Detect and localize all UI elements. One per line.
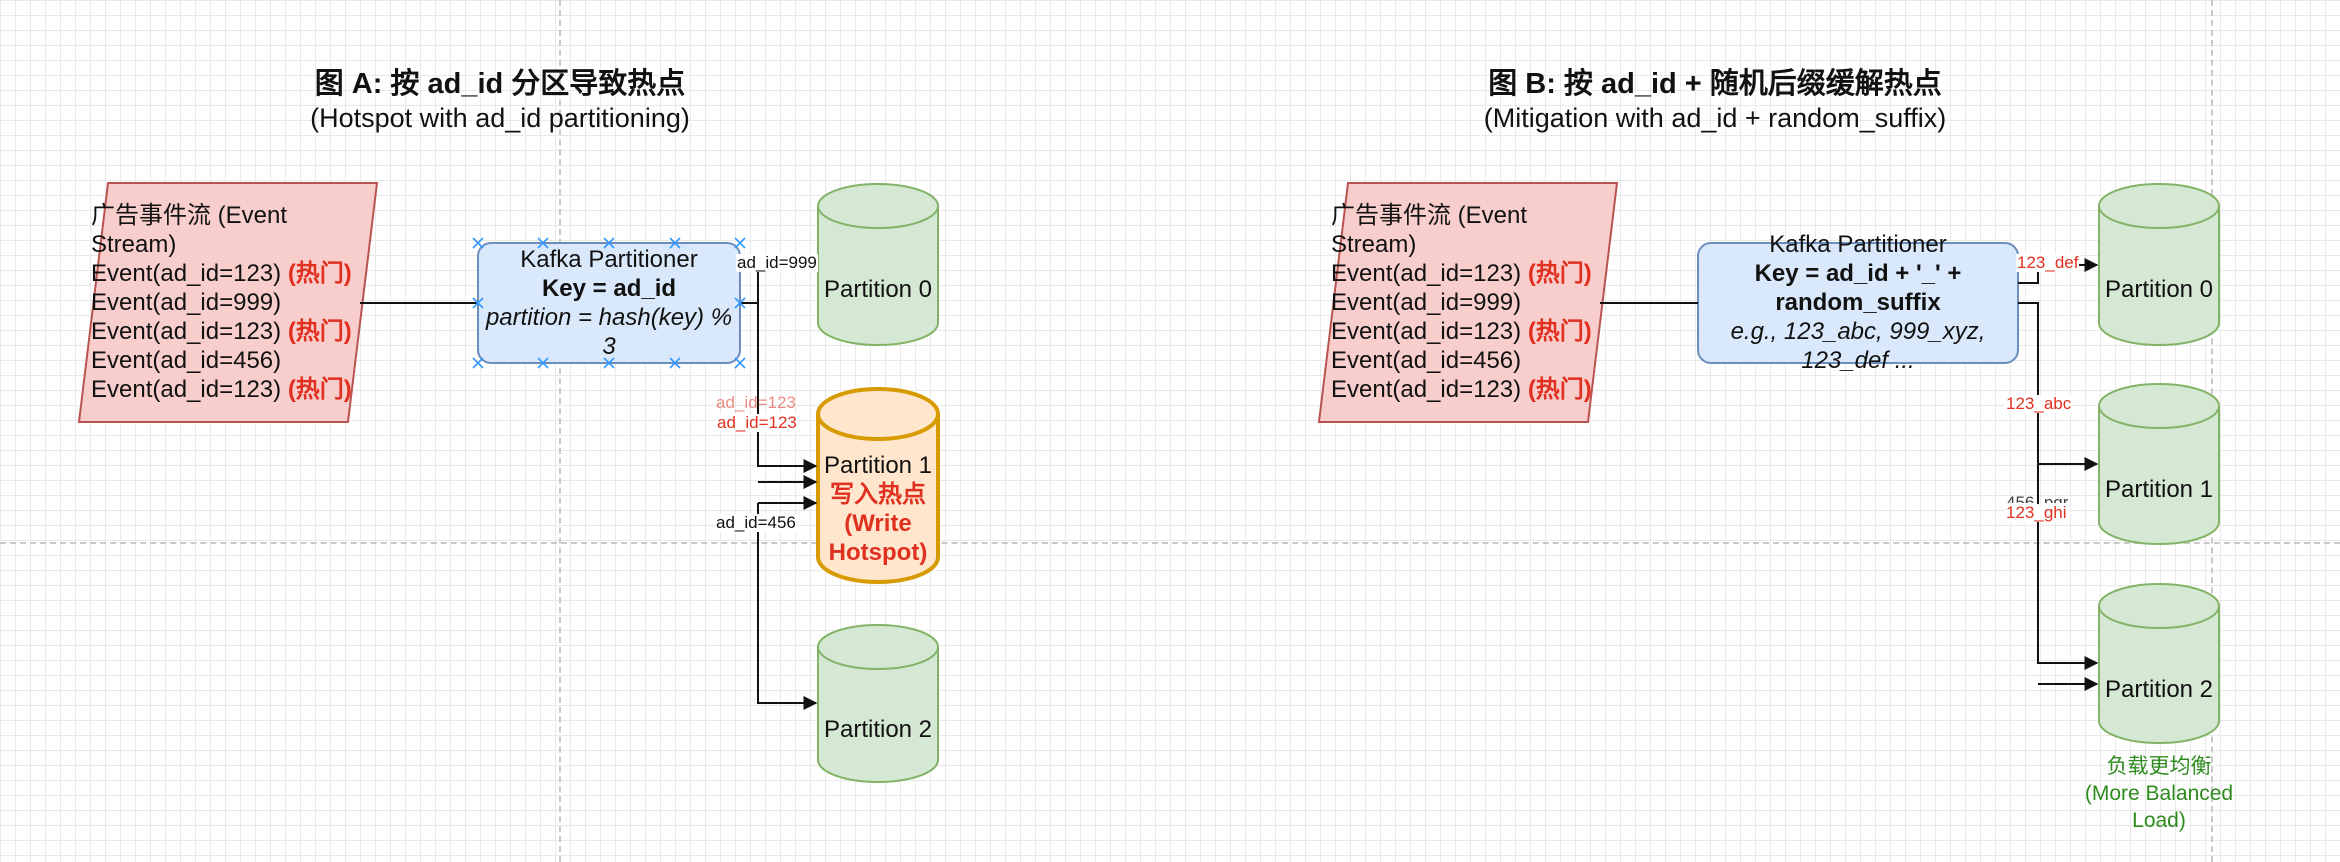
balanced-line-3: Load) (2132, 809, 2186, 832)
event-text: Event(ad_id=999) (91, 289, 282, 316)
event-stream-label-a: 广告事件流 (Event Stream) Event(ad_id=123) (热… (91, 201, 352, 404)
partition-1-cylinder-b[interactable] (2098, 383, 2220, 545)
event-stream-label-b: 广告事件流 (Event Stream) Event(ad_id=123) (热… (1331, 201, 1592, 404)
partition-2-label-b: Partition 2 (2104, 676, 2214, 703)
event-text: Event(ad_id=123) (1331, 376, 1528, 403)
write-hotspot-line-1: 写入热点 (830, 481, 926, 508)
edge-label-456-pqr: 456_pqr (2006, 494, 2068, 503)
partition-2-cylinder-b[interactable] (2098, 583, 2220, 744)
edge-label-ad-id-123-overlap: ad_id=123 (716, 393, 796, 412)
event-line: Event(ad_id=456) (1331, 346, 1592, 375)
diagram-a-title-main: 图 A: 按 ad_id 分区导致热点 (314, 68, 686, 100)
edge-label-123-ghi: 123_ghi (2005, 503, 2068, 522)
diagram-b-title-main: 图 B: 按 ad_id + 随机后缀缓解热点 (1488, 68, 1942, 100)
edge-label-ad-id-456: ad_id=456 (715, 513, 797, 532)
balanced-line-1: 负载更均衡 (2106, 755, 2212, 778)
hot-tag: (热门) (1527, 260, 1592, 287)
hot-tag: (热门) (287, 318, 352, 345)
event-line: Event(ad_id=123) (热门) (91, 317, 352, 346)
hot-tag: (热门) (1527, 318, 1592, 345)
partitioner-formula-line-1: partition = hash(key) % (485, 304, 733, 331)
page-break-horizontal (0, 542, 2340, 544)
edge-label-ad-id-999: ad_id=999 (736, 253, 818, 272)
balanced-line-2: (More Balanced (2084, 782, 2234, 805)
partition-0-cylinder-b[interactable] (2098, 183, 2220, 346)
partition-1-name: Partition 1 (823, 452, 933, 479)
event-text: Event(ad_id=123) (91, 318, 288, 345)
partitioner-label-a: Kafka Partitioner Key = ad_id partition … (478, 245, 740, 361)
event-text: Event(ad_id=456) (1331, 347, 1522, 374)
partition-1-label-b: Partition 1 (2104, 476, 2214, 503)
event-line: Event(ad_id=123) (热门) (1331, 317, 1592, 346)
partition-2-label-a: Partition 2 (823, 716, 933, 743)
event-text: Event(ad_id=123) (1331, 260, 1528, 287)
partitioner-key-line-1: Key = ad_id + '_' + (1754, 260, 1962, 287)
event-line: Event(ad_id=123) (热门) (1331, 259, 1592, 288)
event-line: Event(ad_id=123) (热门) (91, 259, 352, 288)
event-text: Event(ad_id=999) (1331, 289, 1522, 316)
hot-tag: (热门) (1527, 376, 1592, 403)
stream-header-line-1: 广告事件流 (Event (91, 202, 288, 229)
hot-tag: (热门) (287, 376, 352, 403)
partition-0-label-a: Partition 0 (823, 276, 933, 303)
event-line: Event(ad_id=123) (热门) (1331, 375, 1592, 404)
partition-0-cylinder-a[interactable] (817, 183, 939, 346)
diagram-a-title: 图 A: 按 ad_id 分区导致热点 (Hotspot with ad_id … (200, 66, 800, 135)
event-line: Event(ad_id=456) (91, 346, 352, 375)
partitioner-formula-line-2: 3 (602, 333, 616, 360)
selection-handles (472, 237, 746, 369)
write-hotspot-line-2: (Write (844, 510, 912, 537)
partitioner-example-line-1: e.g., 123_abc, 999_xyz, (1730, 318, 1986, 345)
partition-0-label-b: Partition 0 (2104, 276, 2214, 303)
event-text: Event(ad_id=456) (91, 347, 282, 374)
diagram-a-subtitle: (Hotspot with ad_id partitioning) (310, 103, 690, 133)
stream-header-line-1: 广告事件流 (Event (1331, 202, 1528, 229)
partitioner-key: Key = ad_id (541, 275, 677, 302)
partition-2-cylinder-a[interactable] (817, 624, 939, 783)
event-line: Event(ad_id=999) (91, 288, 352, 317)
edge-label-123-abc: 123_abc (2005, 394, 2073, 413)
hot-tag: (热门) (287, 260, 352, 287)
event-text: Event(ad_id=123) (1331, 318, 1528, 345)
edge-to-partition-1-b[interactable] (2018, 302, 2099, 471)
partition-1-hotspot-cylinder-a[interactable] (816, 387, 940, 584)
diagram-b-title: 图 B: 按 ad_id + 随机后缀缓解热点 (Mitigation with… (1415, 66, 2015, 135)
event-line: Event(ad_id=123) (热门) (91, 375, 352, 404)
event-line: Event(ad_id=999) (1331, 288, 1592, 317)
partitioner-example-line-2: 123_def ... (1801, 347, 1915, 374)
edge-label-123-def: 123_def (2016, 253, 2080, 272)
event-text: Event(ad_id=123) (91, 376, 288, 403)
page-break-vertical-1 (559, 0, 561, 862)
event-stream-shape-a[interactable] (77, 182, 379, 423)
write-hotspot-line-3: Hotspot) (828, 539, 928, 566)
edge-to-partition-2-b-1[interactable] (2037, 464, 2099, 670)
edge-to-partition-1-a-1[interactable] (740, 302, 818, 473)
edge-label-ad-id-123: ad_id=123 (716, 413, 798, 432)
balanced-load-note: 负载更均衡 (More Balanced Load) (2059, 753, 2259, 834)
partitioner-name: Kafka Partitioner (1769, 231, 1947, 258)
stream-header-line-2: Stream) (91, 231, 177, 258)
event-text: Event(ad_id=123) (91, 260, 288, 287)
edge-to-partition-2-a[interactable] (757, 503, 818, 710)
stream-header-line-2: Stream) (1331, 231, 1417, 258)
diagram-b-subtitle: (Mitigation with ad_id + random_suffix) (1483, 103, 1947, 133)
partition-1-label-a: Partition 1 写入热点 (Write Hotspot) (818, 451, 938, 567)
event-stream-shape-b[interactable] (1317, 182, 1619, 423)
partitioner-name: Kafka Partitioner (520, 246, 698, 273)
partitioner-label-b: Kafka Partitioner Key = ad_id + '_' + ra… (1698, 230, 2018, 375)
partitioner-key-line-2: random_suffix (1775, 289, 1941, 316)
